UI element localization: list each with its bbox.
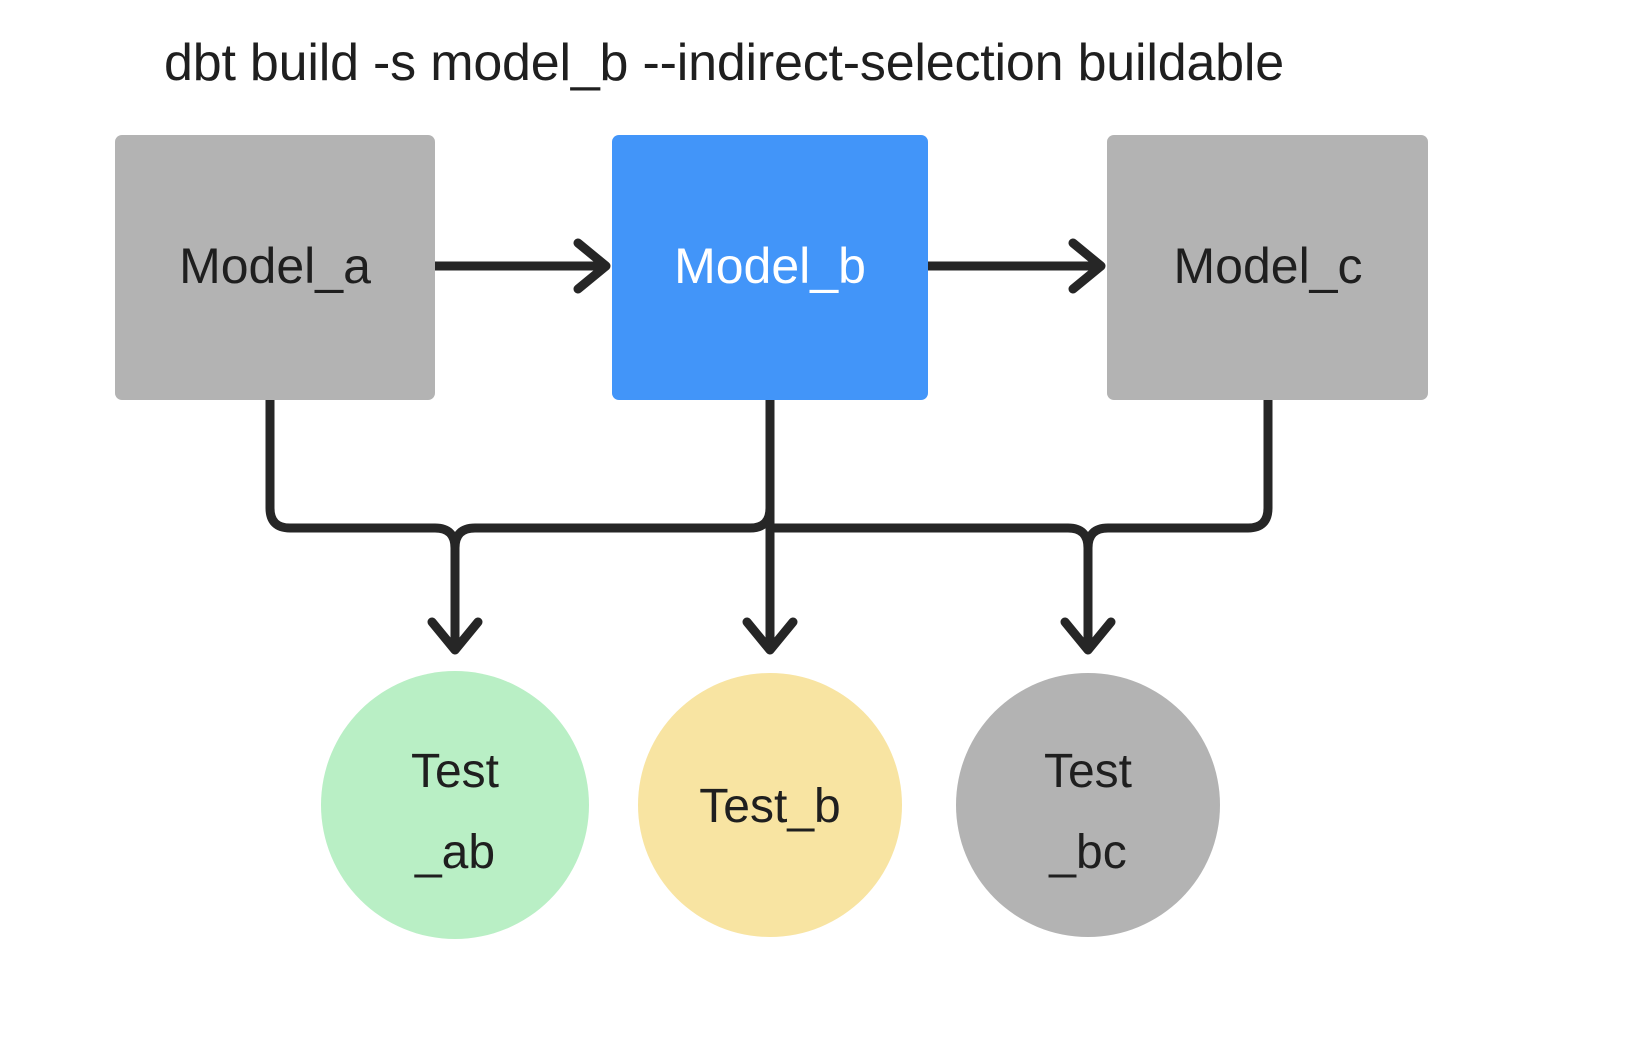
test-ab-label-line1: Test	[411, 745, 499, 798]
test-bc-label-line2: _bc	[1048, 826, 1126, 879]
node-test-bc[interactable]: Test _bc	[956, 673, 1220, 937]
node-test-b[interactable]: Test_b	[638, 673, 902, 937]
model-c-label: Model_c	[1174, 238, 1363, 294]
test-ab-circle[interactable]	[321, 671, 589, 939]
test-bc-circle[interactable]	[956, 673, 1220, 937]
node-model-a[interactable]: Model_a	[115, 135, 435, 400]
model-b-label: Model_b	[674, 238, 866, 294]
edge-model-b-to-test-b	[742, 395, 798, 655]
node-model-b[interactable]: Model_b	[612, 135, 928, 400]
edge-model-b-to-model-c	[923, 238, 1106, 294]
model-a-box[interactable]	[115, 135, 435, 400]
test-ab-label-line2: _ab	[414, 826, 495, 879]
edge-model-a-to-model-b	[430, 238, 611, 294]
edge-model-c-to-test-bc	[1083, 395, 1273, 553]
model-a-label: Model_a	[179, 238, 371, 294]
test-b-circle[interactable]	[638, 673, 902, 937]
diagram-title: dbt build -s model_b --indirect-selectio…	[164, 34, 1284, 92]
test-b-label-line1: Test_b	[699, 780, 840, 833]
test-bc-label-line1: Test	[1044, 745, 1132, 798]
node-test-ab[interactable]: Test _ab	[321, 671, 589, 939]
edge-model-a-to-test-ab	[265, 395, 483, 655]
model-c-box[interactable]	[1107, 135, 1428, 400]
node-model-c[interactable]: Model_c	[1107, 135, 1428, 400]
model-b-box[interactable]	[612, 135, 928, 400]
edge-model-b-to-test-bc	[765, 523, 1116, 655]
edge-model-b-to-test-ab	[450, 395, 775, 553]
